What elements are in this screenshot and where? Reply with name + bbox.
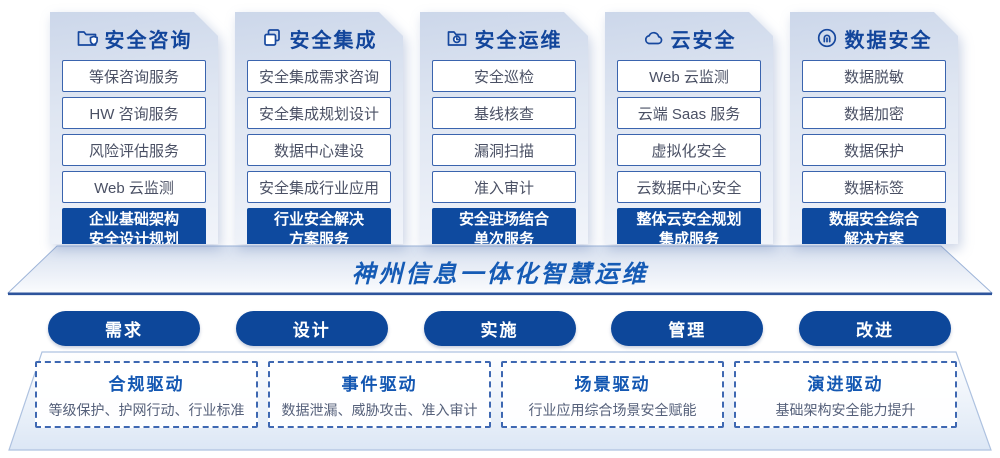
card-body: 云安全 Web 云监测 云端 Saas 服务 虚拟化安全 云数据中心安全 整体云… bbox=[605, 12, 773, 244]
card-header: 数据安全 bbox=[790, 24, 958, 52]
driver-row: 合规驱动 等级保护、护网行动、行业标准 事件驱动 数据泄漏、威胁攻击、准入审计 … bbox=[35, 361, 957, 428]
card-cloud-security: 云安全 Web 云监测 云端 Saas 服务 虚拟化安全 云数据中心安全 整体云… bbox=[605, 12, 773, 244]
banner-title: 神州信息一体化智慧运维 bbox=[351, 261, 649, 288]
service-item: Web 云监测 bbox=[62, 171, 206, 203]
service-item: 虚拟化安全 bbox=[617, 134, 761, 166]
driver-title: 演进驱动 bbox=[807, 374, 884, 394]
driver-title: 合规驱动 bbox=[108, 374, 185, 394]
driver-desc: 等级保护、护网行动、行业标准 bbox=[48, 401, 245, 418]
pill-management: 管理 bbox=[611, 311, 764, 346]
card-security-operations: 安全运维 安全巡检 基线核查 漏洞扫描 准入审计 安全驻场结合 单次服务 bbox=[420, 12, 588, 244]
card-body: 安全集成 安全集成需求咨询 安全集成规划设计 数据中心建设 安全集成行业应用 行… bbox=[235, 12, 403, 244]
service-item: 云数据中心安全 bbox=[617, 171, 761, 203]
fingerprint-icon bbox=[816, 27, 838, 49]
card-header: 安全集成 bbox=[235, 24, 403, 52]
service-item: 云端 Saas 服务 bbox=[617, 97, 761, 129]
service-item: 数据标签 bbox=[802, 171, 946, 203]
driver-scenario: 场景驱动 行业应用综合场景安全赋能 bbox=[501, 361, 724, 428]
folder-shield-icon bbox=[76, 27, 98, 49]
service-item: HW 咨询服务 bbox=[62, 97, 206, 129]
card-body: 数据安全 数据脱敏 数据加密 数据保护 数据标签 数据安全综合 解决方案 bbox=[790, 12, 958, 244]
driver-desc: 数据泄漏、威胁攻击、准入审计 bbox=[281, 401, 478, 418]
driver-title: 事件驱动 bbox=[341, 374, 418, 394]
card-security-integration: 安全集成 安全集成需求咨询 安全集成规划设计 数据中心建设 安全集成行业应用 行… bbox=[235, 12, 403, 244]
service-item: 风险评估服务 bbox=[62, 134, 206, 166]
service-item: 数据脱敏 bbox=[802, 60, 946, 92]
pill-demand: 需求 bbox=[48, 311, 200, 346]
service-item: 基线核查 bbox=[432, 97, 576, 129]
card-security-consulting: 安全咨询 等保咨询服务 HW 咨询服务 风险评估服务 Web 云监测 企业基础架… bbox=[50, 12, 218, 244]
pill-implementation: 实施 bbox=[423, 311, 576, 346]
service-item: 安全集成行业应用 bbox=[247, 171, 391, 203]
service-item: 数据中心建设 bbox=[247, 134, 391, 166]
service-item: 安全集成规划设计 bbox=[247, 97, 391, 129]
driver-incident: 事件驱动 数据泄漏、威胁攻击、准入审计 bbox=[268, 361, 491, 428]
service-item: 数据加密 bbox=[802, 97, 946, 129]
card-body: 安全咨询 等保咨询服务 HW 咨询服务 风险评估服务 Web 云监测 企业基础架… bbox=[50, 12, 218, 244]
card-body: 安全运维 安全巡检 基线核查 漏洞扫描 准入审计 安全驻场结合 单次服务 bbox=[420, 12, 588, 244]
card-header: 安全运维 bbox=[420, 24, 588, 52]
card-title: 安全咨询 bbox=[104, 29, 193, 52]
service-item: 安全集成需求咨询 bbox=[247, 60, 391, 92]
card-title: 数据安全 bbox=[844, 29, 933, 52]
service-item: 漏洞扫描 bbox=[432, 134, 576, 166]
card-header: 安全咨询 bbox=[50, 24, 218, 52]
service-item: 准入审计 bbox=[432, 171, 576, 203]
service-item: Web 云监测 bbox=[617, 60, 761, 92]
card-title: 安全集成 bbox=[289, 29, 378, 52]
cloud-icon bbox=[642, 27, 664, 49]
card-title: 云安全 bbox=[670, 29, 737, 52]
service-item: 数据保护 bbox=[802, 134, 946, 166]
card-header: 云安全 bbox=[605, 24, 773, 52]
driver-compliance: 合规驱动 等级保护、护网行动、行业标准 bbox=[35, 361, 258, 428]
process-pill-row: 需求 设计 实施 管理 改进 bbox=[48, 311, 951, 346]
service-item: 等保咨询服务 bbox=[62, 60, 206, 92]
driver-title: 场景驱动 bbox=[574, 374, 651, 394]
card-data-security: 数据安全 数据脱敏 数据加密 数据保护 数据标签 数据安全综合 解决方案 bbox=[790, 12, 958, 244]
pill-design: 设计 bbox=[235, 311, 388, 346]
card-title: 安全运维 bbox=[474, 29, 563, 52]
stacked-docs-icon bbox=[261, 27, 283, 49]
service-item: 安全巡检 bbox=[432, 60, 576, 92]
driver-desc: 基础架构安全能力提升 bbox=[775, 401, 916, 418]
driver-evolution: 演进驱动 基础架构安全能力提升 bbox=[734, 361, 957, 428]
folder-clock-icon bbox=[446, 27, 468, 49]
driver-desc: 行业应用综合场景安全赋能 bbox=[528, 401, 697, 418]
pill-improvement: 改进 bbox=[799, 311, 951, 346]
